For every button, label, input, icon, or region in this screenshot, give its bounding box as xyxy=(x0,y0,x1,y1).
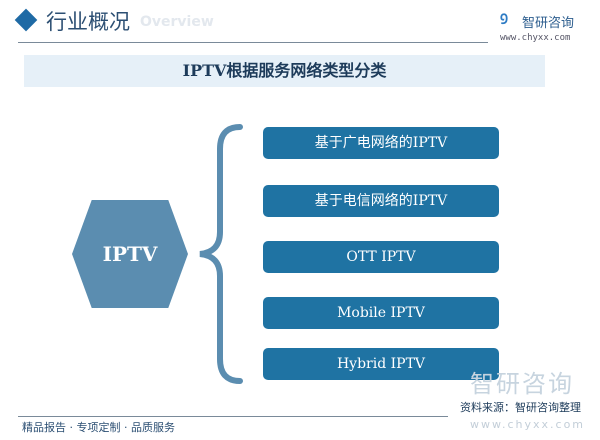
watermark-url: www.chyxx.com xyxy=(470,418,586,431)
header-divider xyxy=(18,42,488,43)
category-box: OTT IPTV xyxy=(263,241,499,273)
footer-slogan: 精品报告 · 专项定制 · 品质服务 xyxy=(22,421,175,434)
brace-connector xyxy=(199,124,243,384)
logo-name: 智研咨询 xyxy=(522,16,575,31)
root-hexagon: IPTV xyxy=(72,200,188,308)
category-box: Hybrid IPTV xyxy=(263,348,499,380)
watermark-name: 智研咨询 xyxy=(470,370,574,398)
logo-url: www.chyxx.com xyxy=(500,33,571,43)
category-box: 基于广电网络的IPTV xyxy=(263,127,499,159)
chyxx-logo-icon: ᠑ xyxy=(500,12,509,28)
root-label: IPTV xyxy=(102,242,158,266)
category-box: 基于电信网络的IPTV xyxy=(263,185,499,217)
diamond-icon xyxy=(14,8,38,32)
page-title: 行业概况 xyxy=(46,10,130,34)
footer-divider xyxy=(18,416,448,417)
header-subtitle: Overview xyxy=(140,14,214,30)
diagram-title: IPTV根据服务网络类型分类 xyxy=(24,55,545,87)
category-box: Mobile IPTV xyxy=(263,297,499,329)
source-note: 资料来源：智研咨询整理 xyxy=(460,401,581,414)
